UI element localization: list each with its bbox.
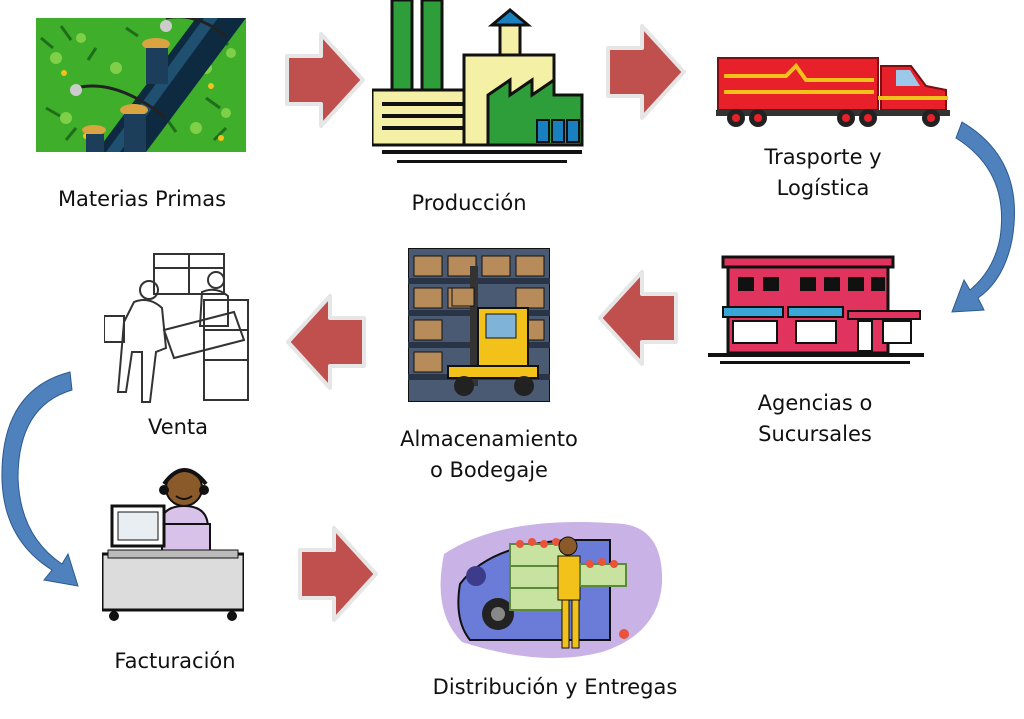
sales-meeting-icon — [104, 250, 254, 406]
factory-icon — [372, 0, 587, 165]
store-icon — [708, 255, 924, 367]
node-label-almacenamiento: Almacenamiento o Bodegaje — [400, 427, 578, 482]
truck-icon — [716, 56, 952, 130]
warehouse-forklift-icon — [408, 248, 550, 402]
node-label-materias-primas: Materias Primas — [57, 187, 227, 211]
billing-operator-icon — [102, 462, 244, 622]
node-label-facturacion: Facturación — [114, 649, 236, 673]
arrow-right-1 — [285, 30, 365, 130]
arrow-right-2 — [606, 22, 686, 122]
curved-arrow-left — [0, 370, 80, 600]
arrow-right-3 — [298, 524, 378, 624]
curved-arrow-right — [950, 120, 1024, 320]
node-label-distribucion: Distribución y Entregas — [432, 675, 678, 699]
farm-field-icon — [36, 18, 246, 152]
delivery-van-icon — [440, 514, 666, 664]
node-label-venta: Venta — [147, 415, 209, 439]
arrow-left-2 — [286, 292, 366, 392]
node-label-transporte: Trasporte y Logística — [764, 145, 882, 200]
arrow-left-1 — [598, 268, 678, 368]
node-label-agencias: Agencias o Sucursales — [757, 391, 873, 446]
node-label-produccion: Producción — [411, 191, 527, 215]
